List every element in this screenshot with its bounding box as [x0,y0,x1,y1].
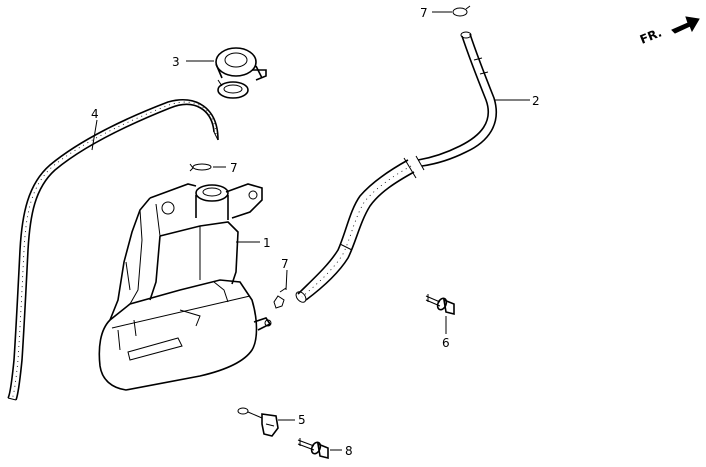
leader-4 [91,119,98,151]
callout-3: 3 [172,55,180,69]
callout-6: 6 [442,336,450,350]
front-label: FR. [638,25,664,46]
callout-7-top: 7 [420,6,428,20]
fill-hose-texture [11,101,217,400]
front-direction-indicator: FR. [638,16,700,47]
hose-clamp-icon [189,163,212,172]
reservoir-cap-icon [215,47,267,99]
callout-1: 1 [263,236,271,250]
leader-7-low [285,269,288,291]
callout-4: 4 [91,107,99,121]
callout-5: 5 [298,413,306,427]
pump-hose-texture [301,165,412,298]
hose-clamp-icon [452,5,471,17]
fill-hose [7,99,219,401]
flange-bolt-icon [425,294,455,316]
flange-bolt-icon [297,438,329,460]
callout-8: 8 [345,444,353,458]
pump-hose [295,31,498,303]
callout-7-low: 7 [281,257,289,271]
washer-reservoir-icon [98,183,272,391]
front-arrow-icon [671,16,700,34]
wire-clip-icon [237,407,279,437]
callout-7-mid: 7 [230,161,238,175]
hose-clamp-icon [273,287,287,309]
callout-2: 2 [532,94,540,108]
